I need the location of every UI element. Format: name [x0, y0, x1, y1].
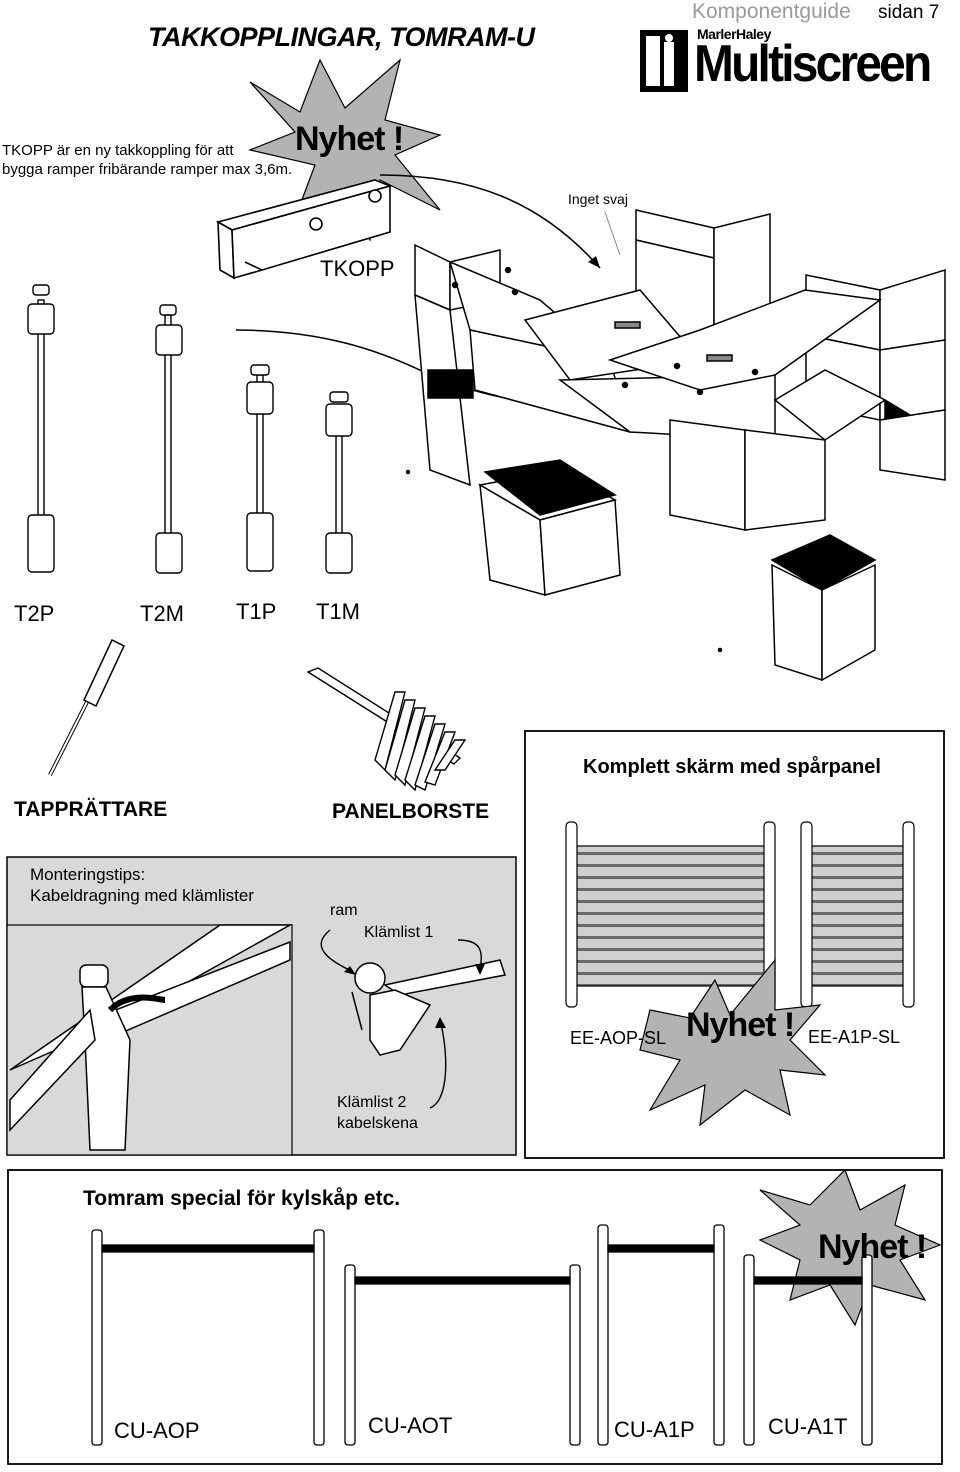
brand-logo-text: Multiscreen	[694, 35, 932, 93]
new-starburst-1	[247, 58, 442, 242]
frame-code-cu-a1t: CU-A1T	[768, 1414, 848, 1439]
new-badge-1: Nyhet !	[295, 120, 404, 158]
new-badge-3: Nyhet !	[818, 1228, 927, 1266]
pole-label-t2m: T2M	[140, 601, 184, 626]
guide-label: Komponentguide	[692, 0, 851, 23]
frame-code-cu-aop: CU-AOP	[114, 1418, 200, 1443]
special-box	[7, 1169, 943, 1465]
inget-svaj-label: Inget svaj	[568, 191, 628, 207]
page-number: sidan 7	[878, 2, 940, 23]
slat-panel-right	[800, 821, 915, 1008]
frame-code-cu-aot: CU-AOT	[368, 1413, 453, 1438]
tips-heading: Monteringstips:	[30, 865, 146, 884]
brand-small: MarlerHaley	[697, 26, 771, 42]
pole-label-t1m: T1M	[316, 599, 360, 624]
new-starburst-2	[639, 958, 827, 1127]
panel-code-left: EE-AOP-SL	[570, 1028, 667, 1048]
intro-text: TKOPP är en ny takkoppling för att bygga…	[2, 141, 312, 179]
panelborste-icon	[306, 667, 467, 792]
new-badge-2: Nyhet !	[686, 1006, 795, 1044]
multiscreen-logo-icon	[640, 30, 688, 92]
pole-label-t1p: T1P	[236, 599, 277, 624]
new-starburst-3	[758, 1168, 942, 1327]
ram-label: ram	[330, 902, 358, 919]
booth-illustration	[405, 209, 946, 682]
frame-code-cu-a1p: CU-A1P	[614, 1417, 695, 1442]
panel-code-right: EE-A1P-SL	[808, 1027, 901, 1047]
pole-illustrations	[27, 284, 353, 574]
page-title: TAKKOPPLINGAR, TOMRAM-U	[148, 22, 535, 52]
tkopp-part	[215, 179, 393, 280]
panel-box-title: Komplett skärm med spårpanel	[583, 756, 881, 778]
tkopp-label: TKOPP	[320, 256, 395, 281]
tapprattare-label: TAPPRÄTTARE	[14, 798, 168, 821]
special-box-title: Tomram special för kylskåp etc.	[83, 1187, 401, 1210]
tapprattare-icon	[48, 638, 125, 776]
slat-panel-left	[565, 821, 776, 1008]
intro-line-1: TKOPP är en ny takkoppling för att	[2, 142, 234, 159]
tomram-frames	[91, 1224, 873, 1446]
cable-routing-illustration	[9, 924, 506, 1151]
tips-subheading: Kabeldragning med klämlister	[30, 886, 254, 905]
klamlist-1-label: Klämlist 1	[364, 924, 434, 941]
panelborste-label: PANELBORSTE	[332, 800, 490, 823]
klamlist-2-label: Klämlist 2	[337, 1094, 407, 1111]
kabelskena-label: kabelskena	[337, 1115, 418, 1132]
pole-label-t2p: T2P	[14, 601, 55, 626]
intro-line-2: bygga ramper fribärande ramper max 3,6m.	[2, 161, 293, 178]
